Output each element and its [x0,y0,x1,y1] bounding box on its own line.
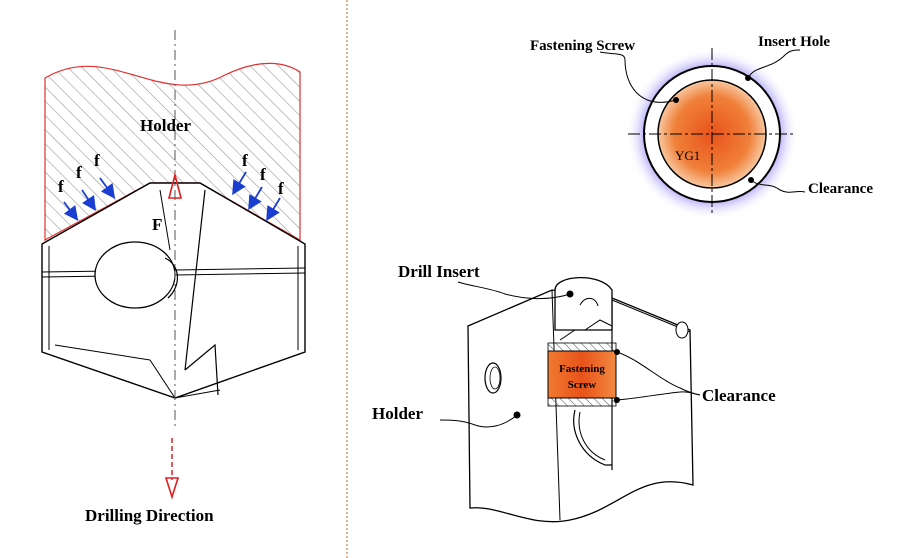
screw-label-line2: Screw [568,379,597,391]
force-arrow [99,177,116,199]
bottom-right-panel: Fastening Screw Drill Insert Holder Clea… [372,262,776,523]
force-label: f [278,179,284,198]
center-label: YG1 [675,148,700,163]
force-label: f [260,165,266,184]
screw-label-line1: Fastening [559,363,605,375]
drill-insert-label: Drill Insert [398,262,480,281]
force-label: f [58,177,64,196]
fastening-screw-body [547,350,617,399]
left-holder-label: Holder [140,116,191,135]
force-arrow [248,186,263,211]
left-panel: Holder f f f f f f F Drilling Direction [41,30,306,525]
top-right-panel: YG1 Fastening Screw Insert Hole Clearanc… [530,34,873,220]
force-label: f [76,163,82,182]
drilling-direction-label: Drilling Direction [85,506,214,525]
insert-hole-label: Insert Hole [758,34,830,50]
force-arrow [81,189,96,211]
force-arrow [63,201,79,221]
bottom-clearance-label: Clearance [702,386,776,405]
force-arrow [232,171,247,196]
fastening-screw-label: Fastening Screw [530,38,635,54]
clearance-label: Clearance [808,181,873,197]
force-arrow [266,197,281,222]
force-label: f [94,151,100,170]
holder-side-hole [484,362,502,394]
resultant-force-label: F [152,215,162,234]
force-label: f [242,151,248,170]
bottom-holder-label: Holder [372,404,423,423]
resultant-force-arrow [167,171,183,199]
drilling-direction-arrow [164,477,180,500]
screw-hole [94,241,176,309]
